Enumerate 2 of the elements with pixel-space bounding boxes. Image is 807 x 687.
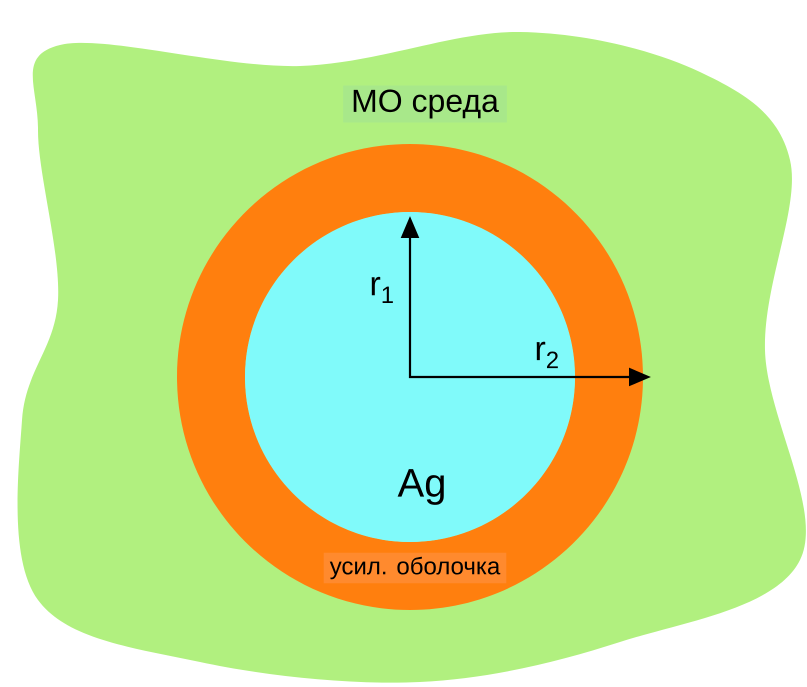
radius-label: r$_{2}$ <box>536 342 558 368</box>
radius-label: r$_{1}$ <box>372 276 393 304</box>
